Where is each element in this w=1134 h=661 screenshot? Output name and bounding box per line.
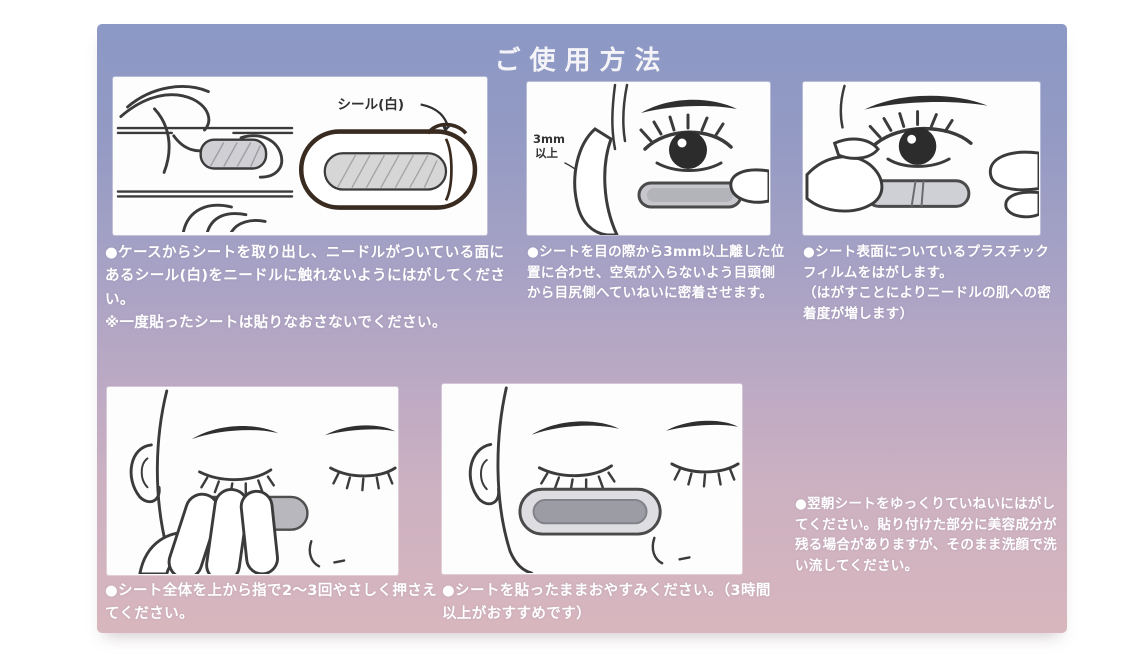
step6-caption: ●翌朝シートをゆっくりていねいにはがしてください。貼り付けた部分に美容成分が残る… [795, 496, 1057, 574]
step4-illustration-box [107, 387, 398, 575]
step2-illustration-box: 3mm 以上 [527, 82, 770, 235]
step5-illustration-box [442, 384, 742, 574]
step2-caption: ●シートを目の際から3mm以上離した位置に合わせ、空気が入らないよう目頭側から目… [527, 244, 785, 302]
patch-applied-illustration [468, 385, 740, 573]
page-title: ご使用方法 [494, 46, 670, 76]
step3-caption: ●シート表面についているプラスチックフィルムをはがします。 （はがすことによりニ… [803, 244, 1052, 322]
step1-illustration-box: シール(白) [113, 77, 487, 235]
sheet-seal-illustration: シール(白) [298, 96, 478, 210]
step5-caption: ●シートを貼ったままおやすみください。（3時間以上がおすすめです） [442, 583, 771, 623]
press-patch-illustration [129, 388, 397, 574]
apply-under-eye-illustration: 3mm 以上 [533, 83, 769, 235]
peel-film-illustration [804, 84, 1039, 218]
seal-label: シール(白) [337, 96, 404, 113]
distance-label-line1: 3mm [533, 132, 565, 146]
step4-caption: ●シート全体を上から指で2〜3回やさしく押さえてください。 [105, 583, 438, 623]
usage-card: ご使用方法 [97, 24, 1067, 633]
distance-label-line2: 以上 [535, 146, 558, 160]
step1-caption: ●ケースからシートを取り出し、ニードルがついている面にあるシール(白)をニードル… [105, 245, 506, 332]
hands-case-illustration [116, 85, 294, 232]
step3-illustration-box [803, 82, 1040, 235]
